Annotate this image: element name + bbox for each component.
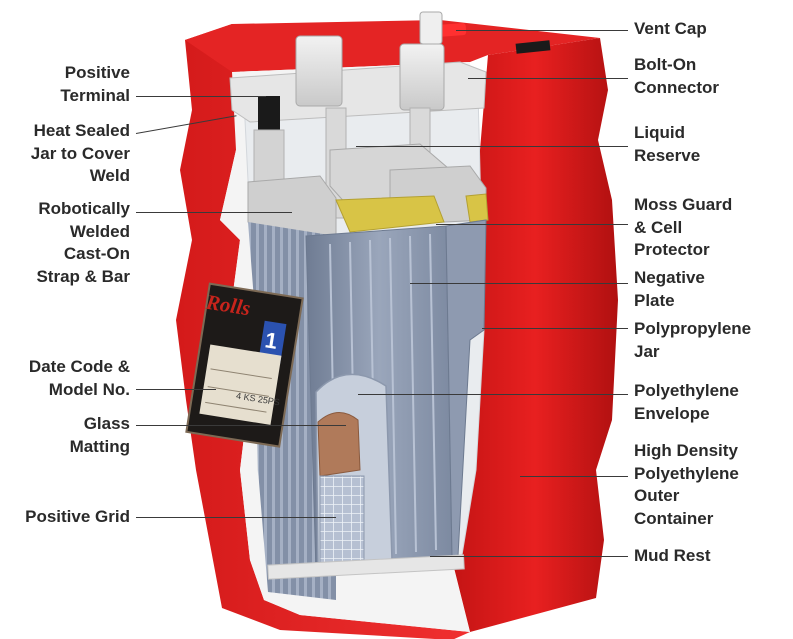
label-polypropylene-jar: Polypropylene Jar [634,319,752,361]
vent-cap-red [435,23,467,37]
outer-container-right-wall [452,38,618,632]
date-code-plate [185,282,304,448]
label-liquid-reserve: Liquid Reserve [634,123,701,165]
leader-outer-container [520,476,628,477]
leader-date-code-model [136,389,216,390]
label-heat-sealed-weld: Heat Sealed Jar to Cover Weld [30,121,130,185]
leader-positive-grid [136,517,336,518]
label-date-code-model: Date Code & Model No. [28,357,130,399]
leader-positive-terminal [136,96,266,97]
label-cast-on-strap-bar: Robotically Welded Cast-On Strap & Bar [36,199,130,286]
leader-liquid-reserve [356,146,628,147]
glass-matting-shape [317,412,361,477]
moss-guard-shape [335,195,445,233]
label-glass-matting: Glass Matting [69,414,130,456]
leader-vent-cap [456,30,628,31]
leader-glass-matting [136,425,346,426]
moss-guard-shape-right [465,193,489,223]
label-moss-guard: Moss Guard & Cell Protector [634,195,733,259]
leader-bolt-on-connector [468,78,628,79]
leader-mud-rest [430,556,628,557]
leader-negative-plate [410,283,628,284]
label-positive-terminal: Positive Terminal [60,63,130,105]
leader-cast-on-strap-bar [136,212,292,213]
container-top-rim [185,20,600,72]
leader-polyethylene-envelope [358,394,628,395]
mud-rest-shape [267,554,465,580]
label-positive-grid: Positive Grid [25,507,130,526]
label-negative-plate: Negative Plate [634,268,705,310]
label-polyethylene-envelope: Polyethylene Envelope [634,381,739,423]
label-bolt-on-connector: Bolt-On Connector [634,55,719,97]
label-mud-rest: Mud Rest [634,546,711,565]
cast-on-strap-bar [247,143,487,243]
positive-grid-shape [319,475,365,569]
leader-moss-guard [436,224,628,225]
leader-polypropylene-jar [482,328,628,329]
label-outer-container: High Density Polyethylene Outer Containe… [634,441,739,528]
label-vent-cap: Vent Cap [634,19,707,38]
bolt-on-connector-slot [515,40,551,54]
